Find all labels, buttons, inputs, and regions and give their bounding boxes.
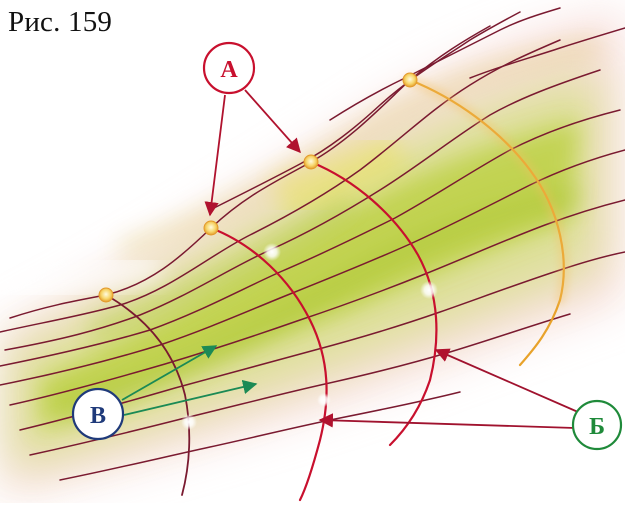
- field-line: [59, 391, 461, 481]
- arrows: [121, 89, 579, 429]
- field-line: [209, 11, 521, 211]
- point-dot: [303, 154, 319, 170]
- gradient-band: [0, 10, 625, 500]
- label-v-text: В: [90, 403, 106, 429]
- label-a: А: [202, 41, 256, 95]
- figure-caption: Рис. 159: [8, 6, 113, 38]
- intersection-glows: [181, 243, 438, 430]
- wave-fronts: [105, 75, 569, 502]
- glow-dot: [317, 393, 331, 407]
- label-b-text: Б: [589, 414, 605, 440]
- field-line: [29, 313, 571, 456]
- field-line: [4, 69, 601, 351]
- glow-dot: [263, 243, 281, 261]
- label-a-text: А: [220, 57, 238, 83]
- label-v: В: [71, 387, 125, 441]
- field-line: [0, 39, 561, 333]
- glow-dot: [420, 281, 438, 299]
- points: [98, 72, 418, 303]
- arrow-b-lower: [318, 413, 576, 429]
- label-b: Б: [571, 399, 623, 451]
- wave-front: [209, 226, 328, 502]
- arrow-v-lower: [123, 379, 258, 416]
- arrow-v-upper: [121, 345, 218, 401]
- field-line: [329, 7, 561, 121]
- field-line: [0, 149, 625, 386]
- wave-front: [105, 294, 191, 496]
- arrow-b-upper: [434, 348, 579, 413]
- arrow-a-right: [244, 89, 301, 154]
- field-line: [469, 27, 625, 79]
- point-dot: [402, 72, 418, 88]
- glow-dot: [181, 414, 197, 430]
- point-dot: [98, 287, 114, 303]
- point-dot: [203, 220, 219, 236]
- field-line: [9, 199, 625, 406]
- arrow-a-left: [204, 94, 226, 217]
- field-lines: [0, 7, 625, 481]
